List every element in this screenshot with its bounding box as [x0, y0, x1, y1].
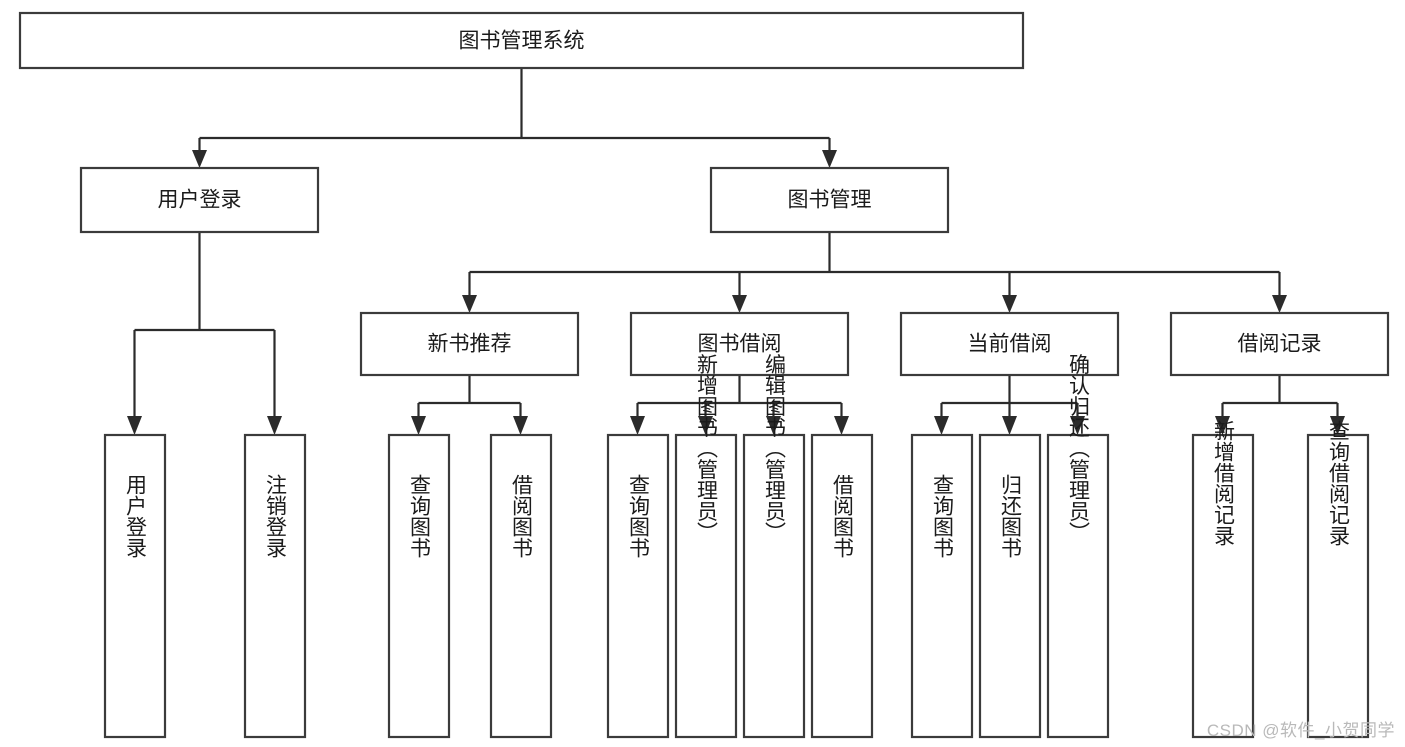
connector-layer — [127, 68, 1345, 435]
node-leaf-user-login-box[interactable] — [103, 433, 167, 739]
node-leaf-return-book[interactable]: 归还图书 — [978, 433, 1042, 739]
node-leaf-query-book-2[interactable]: 查询图书 — [606, 433, 670, 739]
node-leaf-query-record-label: 查询借阅记录 — [1327, 420, 1351, 546]
node-new-book-recommend-box[interactable] — [359, 311, 580, 377]
node-leaf-query-book-1-label: 查询图书 — [408, 474, 432, 558]
node-user-login-label: 用户登录 — [158, 189, 242, 212]
node-current-borrow-label: 当前借阅 — [968, 333, 1052, 356]
node-book-manage-label: 图书管理 — [788, 189, 872, 212]
node-leaf-borrow-book-2[interactable]: 借阅图书 — [810, 433, 874, 739]
node-book-borrow-box[interactable] — [629, 311, 850, 377]
node-current-borrow[interactable]: 当前借阅 — [899, 311, 1120, 377]
node-leaf-confirm-return[interactable]: 确认归还（管理员） — [1046, 354, 1110, 739]
node-user-login[interactable]: 用户登录 — [79, 166, 320, 234]
arrow-book-manage-to-book-borrow — [732, 295, 747, 313]
node-leaf-edit-book[interactable]: 编辑图书（管理员） — [742, 354, 806, 739]
node-leaf-query-book-3-box[interactable] — [910, 433, 974, 739]
arrow-borrow-record-leaf-1 — [1215, 416, 1230, 435]
node-leaf-confirm-return-box[interactable] — [1046, 433, 1110, 739]
node-leaf-borrow-book-1-label: 借阅图书 — [510, 474, 534, 558]
node-leaf-query-book-1-box[interactable] — [387, 433, 451, 739]
node-leaf-add-record[interactable]: 新增借阅记录 — [1191, 420, 1255, 739]
arrow-book-manage-to-current-borrow — [1002, 295, 1017, 313]
arrow-new-book-leaf-1 — [411, 416, 426, 435]
node-leaf-borrow-book-2-label: 借阅图书 — [831, 474, 855, 558]
node-leaf-return-book-box[interactable] — [978, 433, 1042, 739]
arrow-current-borrow-leaf-2 — [1002, 416, 1017, 435]
node-book-manage[interactable]: 图书管理 — [709, 166, 950, 234]
arrow-new-book-leaf-2 — [513, 416, 528, 435]
node-leaf-user-logout-box[interactable] — [243, 433, 307, 739]
node-borrow-record-box[interactable] — [1169, 311, 1390, 377]
node-root-label: 图书管理系统 — [459, 30, 585, 53]
node-leaf-user-login[interactable]: 用户登录 — [103, 433, 167, 739]
arrow-book-manage-to-new-book — [462, 295, 477, 313]
node-leaf-query-book-3[interactable]: 查询图书 — [910, 433, 974, 739]
node-new-book-recommend-label: 新书推荐 — [428, 333, 512, 356]
node-root-box[interactable] — [18, 11, 1025, 70]
node-leaf-user-logout-label: 注销登录 — [264, 474, 288, 558]
arrow-user-login-leaf-2 — [267, 416, 282, 435]
node-leaf-query-book-3-label: 查询图书 — [931, 474, 955, 558]
arrow-book-borrow-leaf-2 — [698, 416, 713, 435]
node-leaf-query-book-2-label: 查询图书 — [627, 474, 651, 558]
arrow-book-borrow-leaf-4 — [834, 416, 849, 435]
node-leaf-confirm-return-label: 确认归还（管理员） — [1067, 354, 1091, 543]
node-leaf-return-book-label: 归还图书 — [999, 474, 1023, 558]
node-leaf-user-login-label: 用户登录 — [124, 474, 148, 558]
node-leaf-query-record-box[interactable] — [1306, 433, 1370, 739]
node-book-manage-box[interactable] — [709, 166, 950, 234]
node-leaf-borrow-book-1[interactable]: 借阅图书 — [489, 433, 553, 739]
node-leaf-user-logout[interactable]: 注销登录 — [243, 433, 307, 739]
node-leaf-add-book-label: 新增图书（管理员） — [695, 354, 719, 543]
node-leaf-add-record-box[interactable] — [1191, 433, 1255, 739]
node-leaf-add-book[interactable]: 新增图书（管理员） — [674, 354, 738, 739]
arrow-root-to-book-manage — [822, 150, 837, 168]
arrow-book-borrow-leaf-1 — [630, 416, 645, 435]
arrow-book-manage-to-borrow-record — [1272, 295, 1287, 313]
node-current-borrow-box[interactable] — [899, 311, 1120, 377]
node-book-borrow[interactable]: 图书借阅 — [629, 311, 850, 377]
node-user-login-box[interactable] — [79, 166, 320, 234]
arrow-root-to-user-login — [192, 150, 207, 168]
arrow-current-borrow-leaf-1 — [934, 416, 949, 435]
csdn-watermark: CSDN @软件_小贺同学 — [1206, 721, 1395, 740]
node-leaf-query-book-2-box[interactable] — [606, 433, 670, 739]
node-leaf-add-record-label: 新增借阅记录 — [1212, 420, 1236, 546]
node-book-borrow-label: 图书借阅 — [698, 333, 782, 356]
node-root[interactable]: 图书管理系统 — [18, 11, 1025, 70]
node-borrow-record-label: 借阅记录 — [1238, 333, 1322, 356]
node-leaf-borrow-book-2-box[interactable] — [810, 433, 874, 739]
node-new-book-recommend[interactable]: 新书推荐 — [359, 311, 580, 377]
node-leaf-borrow-book-1-box[interactable] — [489, 433, 553, 739]
node-leaf-edit-book-box[interactable] — [742, 433, 806, 739]
node-leaf-query-record[interactable]: 查询借阅记录 — [1306, 420, 1370, 739]
arrow-user-login-leaf-1 — [127, 416, 142, 435]
node-borrow-record[interactable]: 借阅记录 — [1169, 311, 1390, 377]
node-leaf-add-book-box[interactable] — [674, 433, 738, 739]
arrow-current-borrow-leaf-3 — [1070, 416, 1085, 435]
node-leaf-edit-book-label: 编辑图书（管理员） — [763, 354, 787, 543]
node-leaf-query-book-1[interactable]: 查询图书 — [387, 433, 451, 739]
arrow-borrow-record-leaf-2 — [1330, 416, 1345, 435]
arrow-book-borrow-leaf-3 — [766, 416, 781, 435]
